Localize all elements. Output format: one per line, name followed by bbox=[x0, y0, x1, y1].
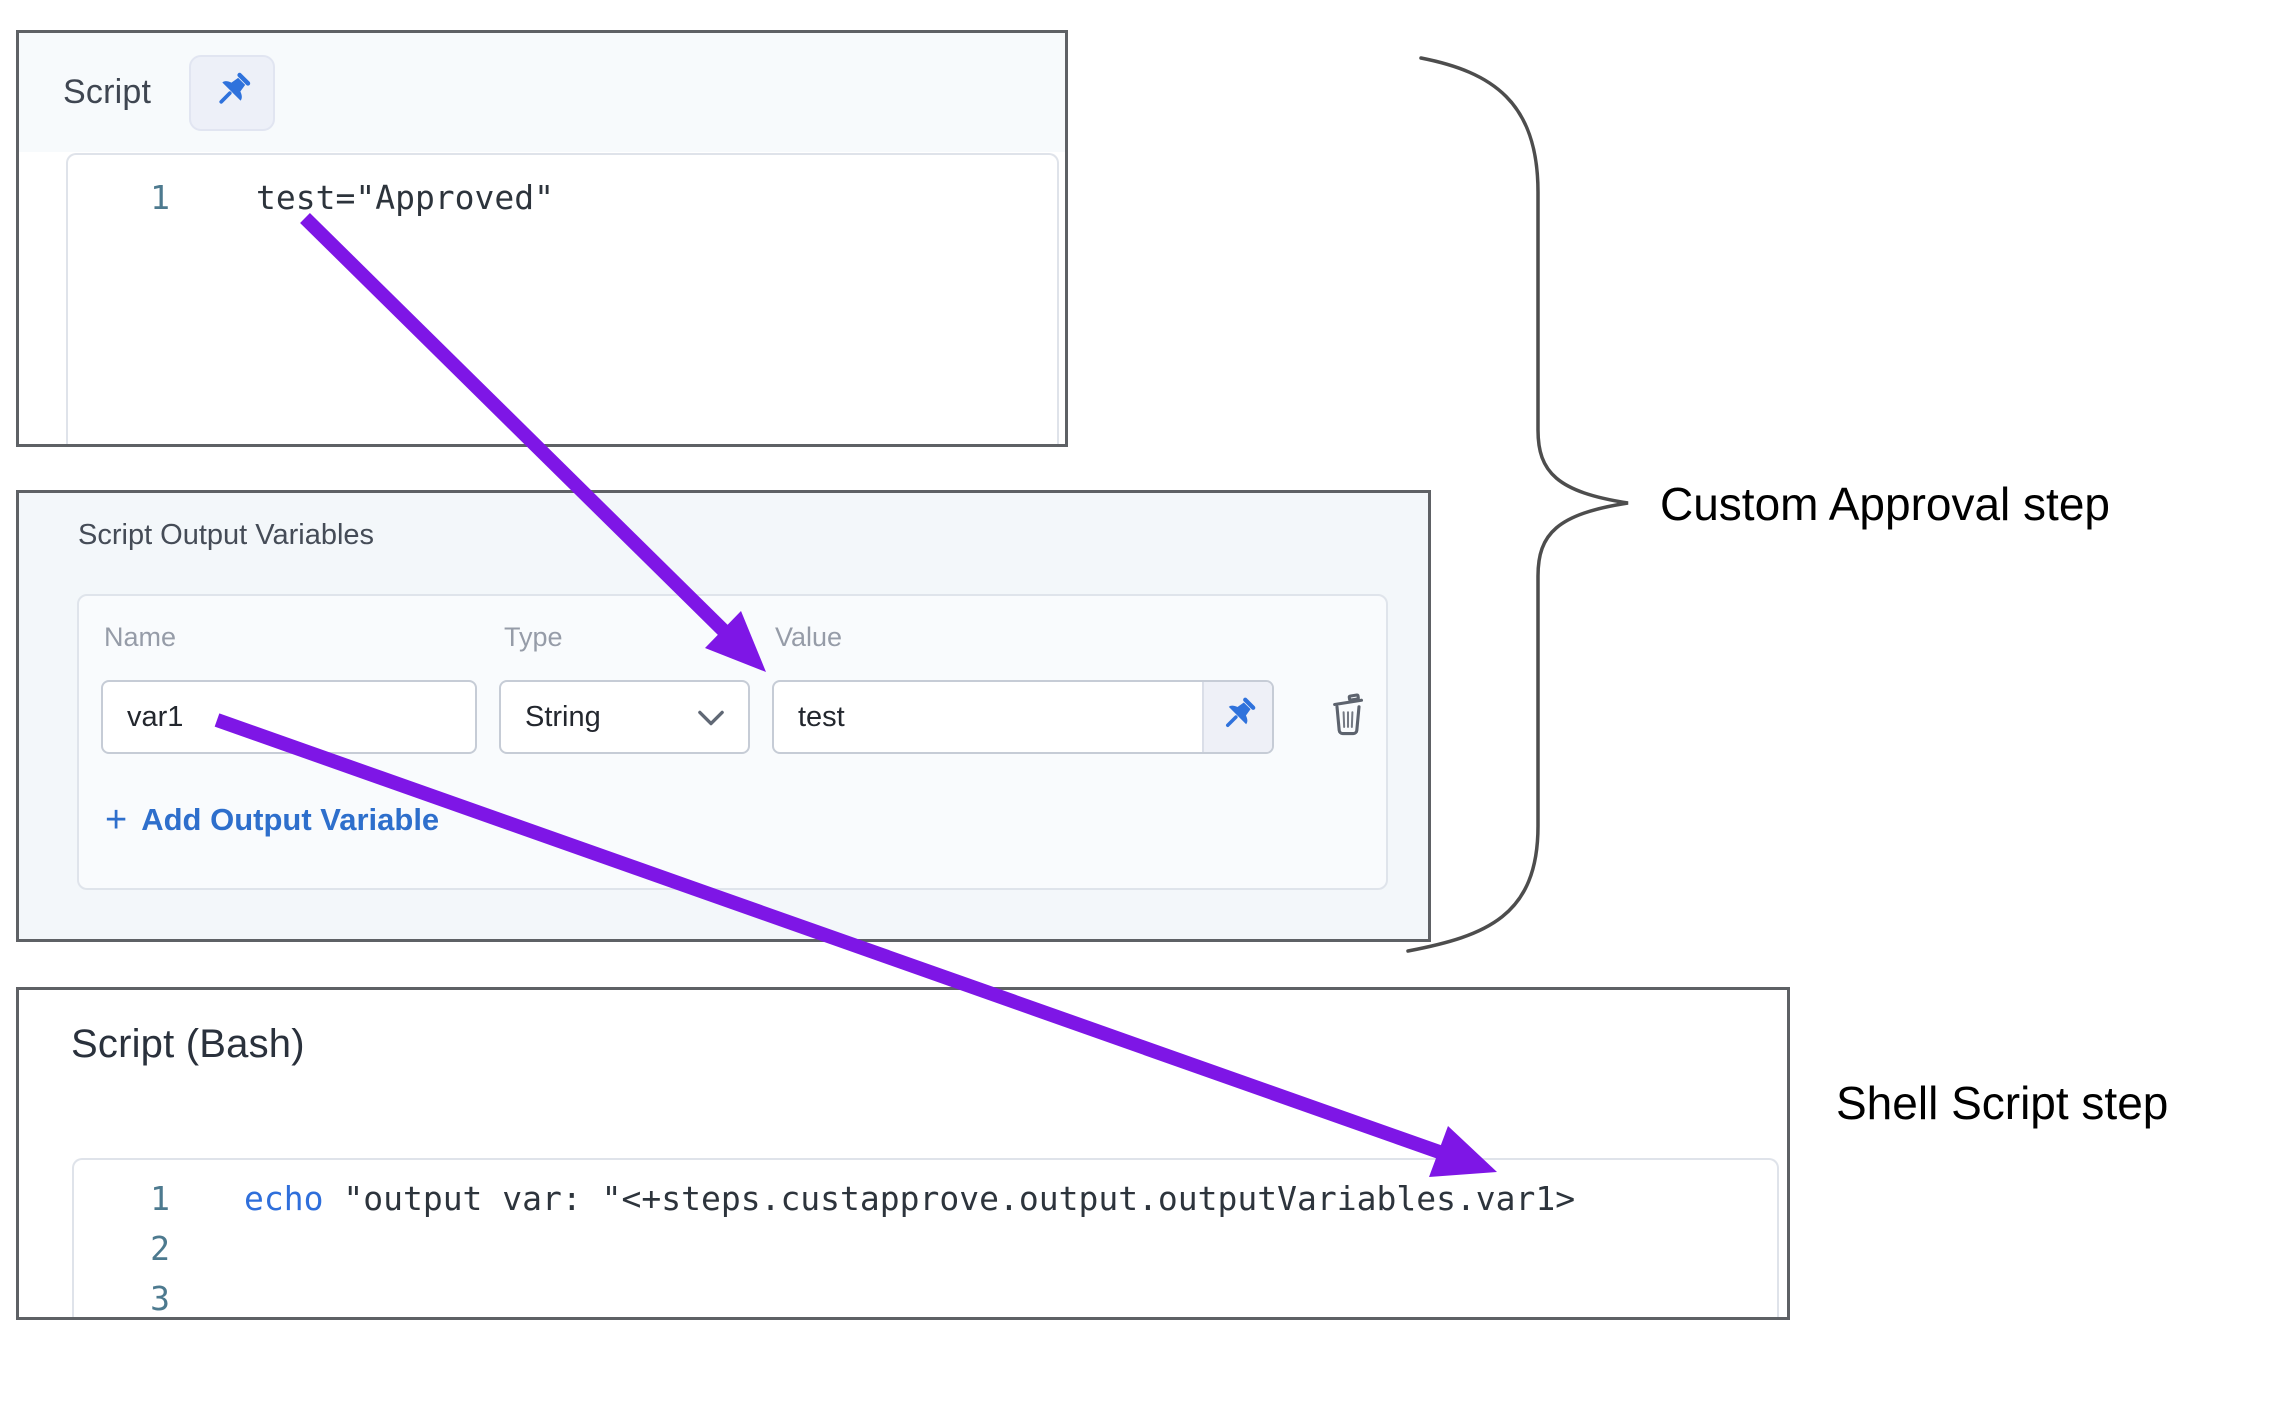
code-text: echo "output var: "<+steps.custapprove.o… bbox=[170, 1174, 1575, 1224]
shell-script-panel: Script (Bash) 1 echo "output var: "<+ste… bbox=[16, 987, 1790, 1320]
add-output-variable-label: Add Output Variable bbox=[141, 802, 440, 837]
output-variables-title: Script Output Variables bbox=[78, 519, 375, 551]
code-text: test="Approved" bbox=[256, 178, 555, 217]
delete-variable-button[interactable] bbox=[1325, 688, 1371, 740]
variable-type-value: String bbox=[525, 700, 601, 733]
chevron-down-icon bbox=[698, 701, 724, 734]
script-panel-header: Script bbox=[19, 33, 1065, 152]
pushpin-icon bbox=[1218, 695, 1258, 740]
code-line: 1 echo "output var: "<+steps.custapprove… bbox=[74, 1174, 1777, 1224]
line-number: 1 bbox=[150, 178, 170, 217]
pushpin-icon bbox=[211, 70, 253, 115]
plus-icon: + bbox=[105, 798, 128, 841]
code-line: 1 test="Approved" bbox=[68, 173, 1057, 223]
code-line: 2 bbox=[74, 1224, 1777, 1274]
code-rest: "output var: "<+steps.custapprove.output… bbox=[323, 1179, 1576, 1218]
line-number: 3 bbox=[150, 1279, 170, 1317]
column-label-name: Name bbox=[104, 622, 177, 652]
column-label-value: Value bbox=[775, 622, 843, 652]
script-output-variables-panel: Script Output Variables Name Type Value … bbox=[16, 490, 1431, 942]
script-code-editor[interactable]: 1 test="Approved" bbox=[66, 153, 1059, 444]
bash-panel-title: Script (Bash) bbox=[71, 1022, 305, 1066]
variable-value-input[interactable]: test bbox=[774, 682, 1202, 752]
curly-brace bbox=[1406, 56, 1629, 953]
variable-value-text: test bbox=[798, 700, 845, 733]
add-output-variable-button[interactable]: + Add Output Variable bbox=[105, 798, 440, 841]
line-number: 2 bbox=[150, 1229, 170, 1268]
bash-code-editor[interactable]: 1 echo "output var: "<+steps.custapprove… bbox=[72, 1158, 1779, 1317]
output-variables-card: Name Type Value var1 String test bbox=[77, 594, 1388, 890]
variable-name-value: var1 bbox=[127, 700, 184, 733]
variable-name-input[interactable]: var1 bbox=[101, 680, 477, 754]
code-line: 3 bbox=[74, 1274, 1777, 1317]
keyword-echo: echo bbox=[244, 1179, 324, 1218]
custom-approval-script-panel: Script 1 test="Approved" bbox=[16, 30, 1068, 447]
variable-type-select[interactable]: String bbox=[499, 680, 750, 754]
shell-script-step-label: Shell Script step bbox=[1836, 1077, 2169, 1129]
line-number: 1 bbox=[150, 1179, 170, 1218]
custom-approval-step-label: Custom Approval step bbox=[1660, 478, 2111, 530]
script-panel-title: Script bbox=[63, 73, 152, 111]
trash-icon bbox=[1326, 688, 1370, 741]
value-pin-button[interactable] bbox=[1202, 682, 1272, 752]
pin-button[interactable] bbox=[189, 54, 276, 131]
variable-value-group: test bbox=[772, 680, 1274, 754]
column-label-type: Type bbox=[504, 622, 563, 652]
